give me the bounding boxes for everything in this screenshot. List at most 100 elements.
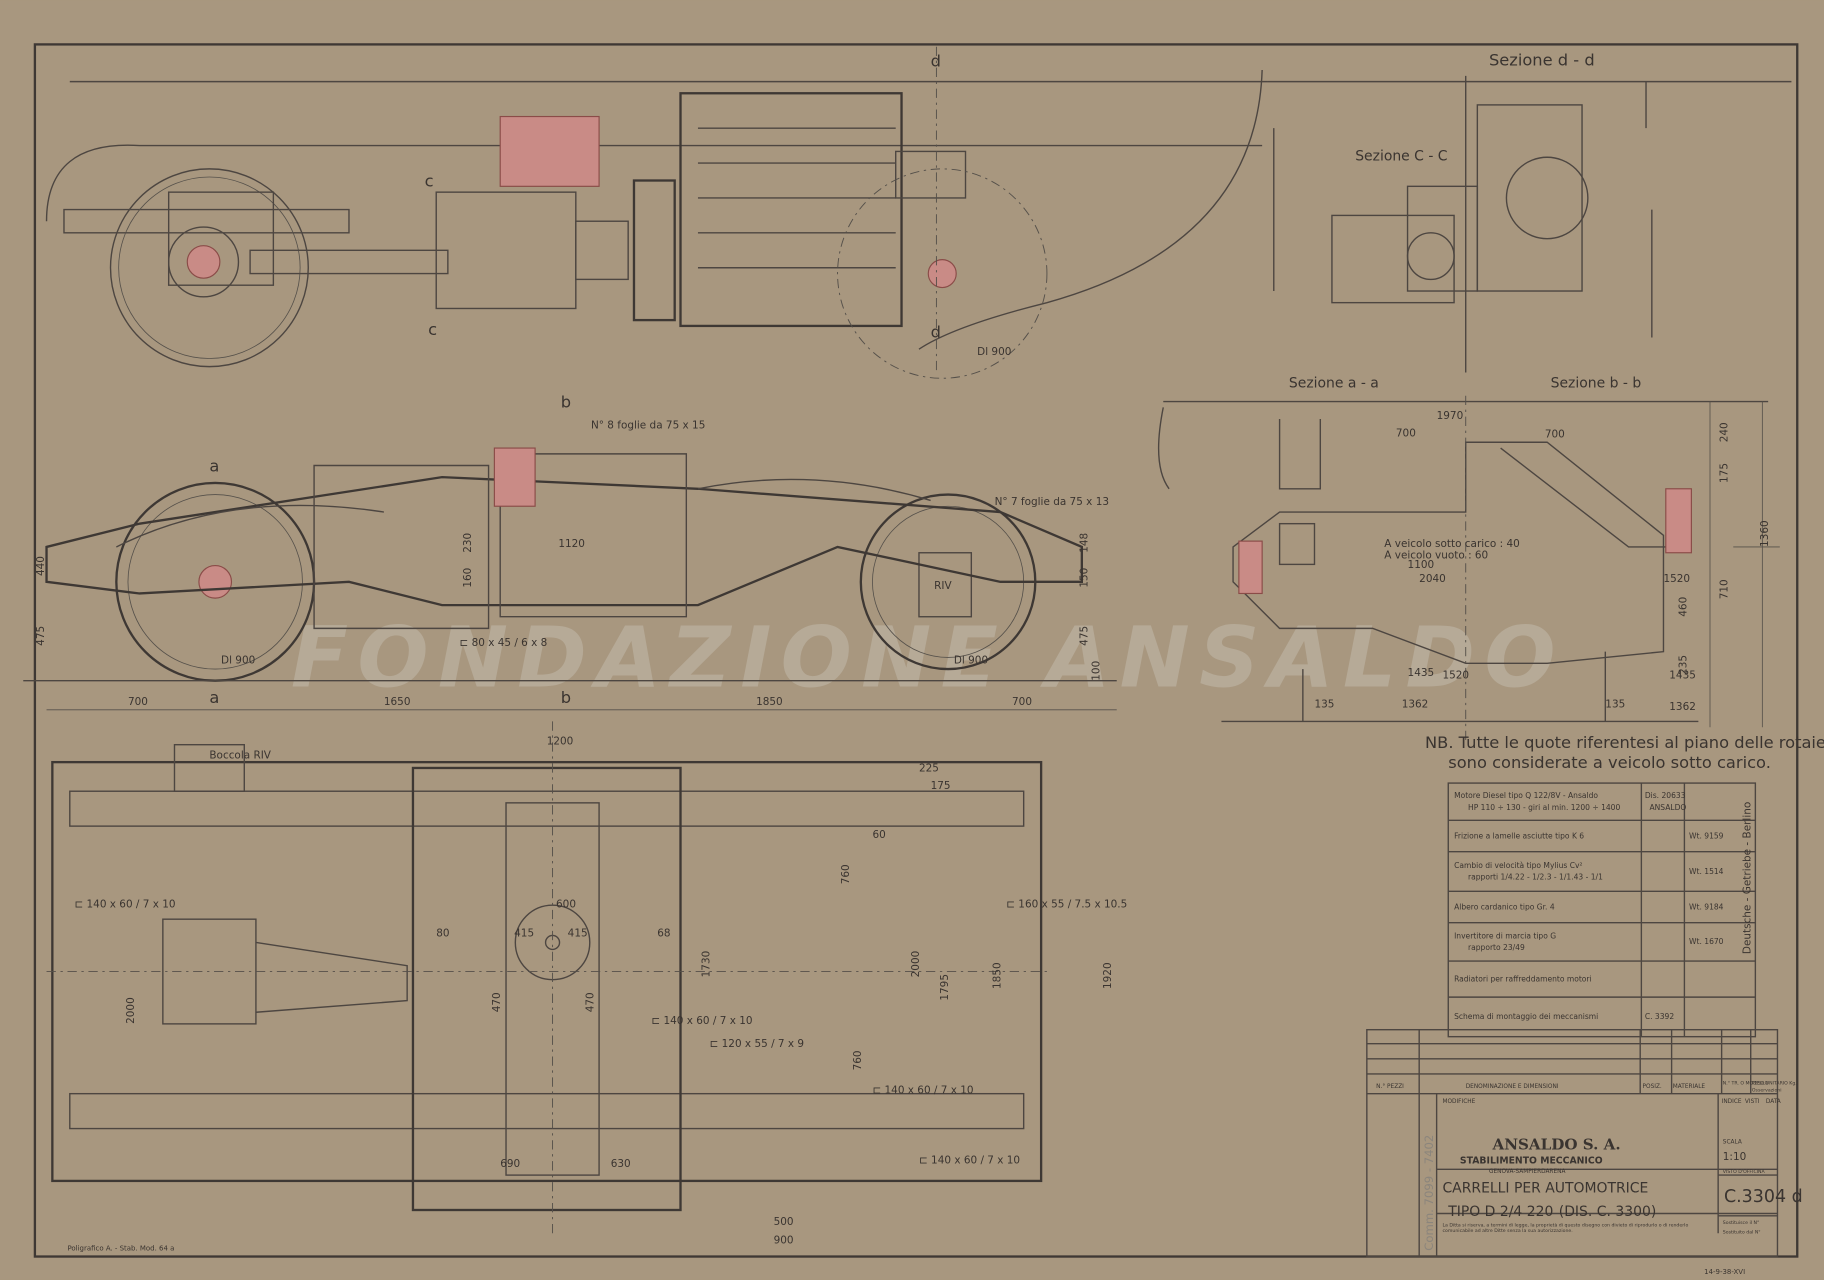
profile-note: ⊏ 120 x 55 / 7 x 9 [710, 1038, 804, 1050]
part-description-detail: rapporti 1/4.22 - 1/2.3 - 1/1.43 - 1/1 [1468, 873, 1603, 882]
diesel-engine [679, 92, 903, 328]
dim-label: 690 [500, 1158, 520, 1170]
header-cell: Osservazioni [1752, 1087, 1782, 1093]
bolster [411, 766, 682, 1212]
dim-label: 1100 [1408, 559, 1435, 571]
dim-label: 1920 [1102, 962, 1114, 989]
cut-mark-c: c [425, 171, 434, 190]
dim-label: 240 [1718, 422, 1730, 442]
section-label-c-c: Sezione C - C [1355, 149, 1447, 165]
side-elevation-view: RIV 700 1650 1850 700 1120 230 160 148 1… [23, 392, 1117, 711]
riv-axlebox-label: RIV [934, 580, 952, 592]
dim-label: 1730 [701, 951, 713, 978]
profile-note: ⊏ 140 x 60 / 7 x 10 [651, 1015, 752, 1027]
part-description-detail: HP 110 ÷ 130 - giri al min. 1200 ÷ 1400 [1468, 803, 1620, 812]
dim-label: 1850 [756, 696, 783, 708]
wheel [109, 168, 309, 368]
dim-label: 710 [1718, 579, 1730, 599]
wheel-outline [837, 168, 1048, 379]
dim-label: 100 [1090, 661, 1102, 681]
wheel-diameter-label: Dl 900 [977, 346, 1011, 358]
load-note: A veicolo sotto carico : 40 [1384, 538, 1519, 550]
profile-note: ⊏ 140 x 60 / 7 x 10 [74, 899, 175, 911]
part-description: Schema di montaggio dei meccanismi [1454, 1012, 1598, 1021]
part-reference-detail: ANSALDO [1650, 803, 1687, 812]
dim-label: 150 [1079, 568, 1091, 588]
modifiche-label: MODIFICHE [1442, 1099, 1475, 1105]
cut-mark-a: a [209, 688, 219, 707]
dim-label: 760 [840, 864, 852, 884]
drawing-number: C.3304 d [1724, 1187, 1803, 1207]
part-description: Invertitore di marcia tipo G [1454, 931, 1556, 940]
sostituisce-label: Sostituisce il N° [1723, 1220, 1760, 1226]
dim-label: 1362 [1402, 698, 1429, 710]
dim-label: 68 [657, 928, 670, 940]
dim-label: 1200 [547, 736, 574, 748]
dim-label: 1362 [1669, 701, 1696, 713]
part-description-detail: rapporto 23/49 [1468, 943, 1525, 952]
profile-note: ⊏ 140 x 60 / 7 x 10 [919, 1154, 1020, 1166]
dim-label: 900 [774, 1235, 794, 1247]
sostituito-label: Sostituito dal N° [1723, 1229, 1761, 1235]
pivot-bracket [499, 115, 600, 187]
dim-label: 415 [514, 928, 534, 940]
cardan-shaft [249, 249, 449, 275]
dim-label: 225 [919, 762, 939, 774]
section-label-a-a: Sezione a - a [1289, 376, 1379, 392]
scale-label: SCALA [1723, 1140, 1742, 1146]
part-weight: Wt. 1670 [1689, 937, 1724, 946]
dim-label: 235 [1678, 655, 1690, 675]
drawing-title: CARRELLI PER AUTOMOTRICE [1442, 1181, 1648, 1197]
visti-label: VISTI [1745, 1099, 1760, 1105]
dim-label: 2040 [1419, 573, 1446, 585]
part-weight: Wt. 9184 [1689, 902, 1724, 911]
drawing-reference: (DIS. C. 3300) [1559, 1204, 1657, 1220]
cut-mark-d: d [931, 52, 941, 71]
title-block: N.° PEZZI DENOMINAZIONE E DIMENSIONI POS… [1366, 1028, 1803, 1276]
part-weight: Wt. 9159 [1689, 831, 1724, 840]
dim-label: 700 [128, 696, 148, 708]
supplier-note: Deutsche - Getriebe - Berlino [1742, 802, 1754, 954]
profile-note: ⊏ 140 x 60 / 7 x 10 [872, 1085, 973, 1097]
watermark: FONDAZIONE ANSALDO [291, 609, 1565, 707]
empty-note: A veicolo vuoto : 60 [1384, 550, 1488, 562]
dim-label: 230 [462, 533, 474, 553]
dim-label: 135 [1605, 698, 1625, 710]
printer-note: Poligrafico A. - Stab. Mod. 64 a [67, 1245, 174, 1253]
header-cell: N.° TR. O MODELLO [1723, 1080, 1769, 1086]
company-name: ANSALDO S. A. [1491, 1136, 1620, 1154]
dim-label: 460 [1678, 597, 1690, 617]
drawing-type: TIPO D 2/4 220 [1447, 1204, 1553, 1220]
dim-label: 1435 [1408, 667, 1435, 679]
cut-mark-b: b [561, 392, 571, 411]
dim-label: 440 [35, 556, 47, 576]
data-label: DATA [1766, 1099, 1781, 1105]
axlebox-note: Boccola RIV [209, 750, 271, 762]
dim-label: 160 [462, 568, 474, 588]
header-cell: DENOMINAZIONE E DIMENSIONI [1466, 1084, 1559, 1090]
dim-label: 500 [774, 1216, 794, 1228]
visto-label: VISTO D'OFFICINA [1723, 1169, 1766, 1175]
dim-label: 600 [556, 899, 576, 911]
dim-label: 630 [611, 1158, 631, 1170]
dim-label: 1970 [1437, 410, 1464, 422]
profile-note: ⊏ 160 x 55 / 7.5 x 10.5 [1006, 899, 1127, 911]
cut-mark-c: c [428, 320, 437, 339]
header-cell: MATERIALE [1673, 1084, 1706, 1090]
dim-label: 135 [1314, 698, 1334, 710]
part-description: Cambio di velocità tipo Mylius Cv² [1454, 861, 1582, 870]
dim-label: 700 [1545, 429, 1565, 441]
spring [1665, 488, 1692, 554]
commission-stamp: Comm. 7099 - 7402 [1422, 1135, 1436, 1251]
cut-mark-b: b [561, 688, 571, 707]
spring-note: N° 8 foglie da 75 x 15 [591, 419, 705, 431]
section-label-d-d: Sezione d - d [1489, 50, 1595, 69]
cut-mark-d: d [931, 323, 941, 342]
part-reference: Dis. 20633 [1645, 791, 1686, 800]
dim-label: 475 [1079, 626, 1091, 646]
drawing-border [33, 43, 1799, 1258]
dim-label: 470 [491, 992, 503, 1012]
dim-label: 2000 [125, 997, 137, 1024]
signature-date: 14-9-38-XVI [1704, 1268, 1745, 1276]
